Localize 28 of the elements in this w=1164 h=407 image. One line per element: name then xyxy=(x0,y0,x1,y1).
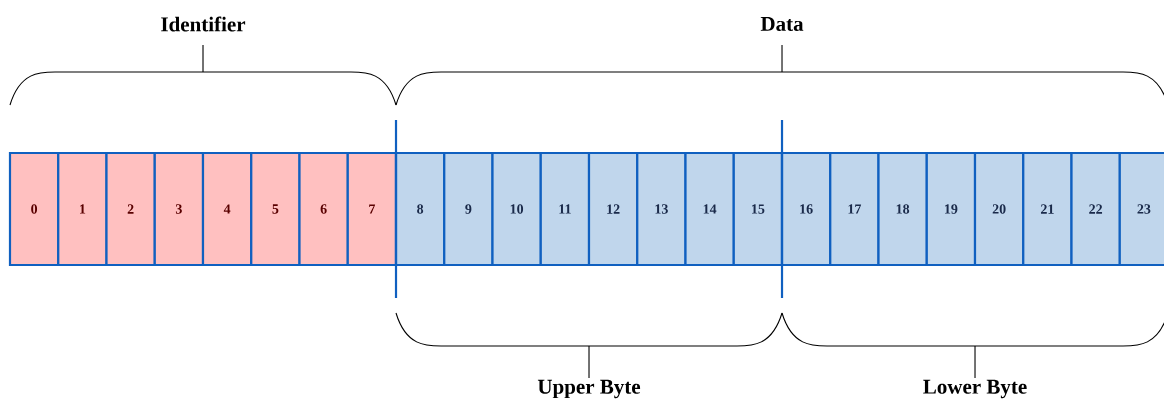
brace-label: Identifier xyxy=(161,16,246,32)
bit-cell: 16 xyxy=(780,151,832,267)
brace-label: Upper Byte xyxy=(537,379,641,399)
bit-cell: 20 xyxy=(973,151,1025,267)
bit-cell: 2 xyxy=(105,151,156,267)
bit-cell: 5 xyxy=(250,151,301,267)
bit-cell: 4 xyxy=(201,151,253,267)
bit-cell: 18 xyxy=(877,151,928,267)
bit-cell: 10 xyxy=(491,151,542,267)
bit-cell: 7 xyxy=(346,151,398,267)
bit-cell: 19 xyxy=(925,151,977,267)
bit-cell: 22 xyxy=(1070,151,1121,267)
brace-label: Lower Byte xyxy=(923,379,1027,399)
bit-cell: 11 xyxy=(539,151,591,267)
brace-label: Data xyxy=(760,17,804,31)
bit-cell: 9 xyxy=(443,151,494,267)
bit-cell: 17 xyxy=(829,151,880,267)
bit-cell: 12 xyxy=(587,151,639,267)
bit-cell: 3 xyxy=(153,151,205,267)
bit-cell: 23 xyxy=(1118,151,1164,267)
bit-cell: 0 xyxy=(8,151,60,267)
bit-cell: 8 xyxy=(394,151,446,267)
bit-cell: 6 xyxy=(298,151,349,267)
bit-cell: 14 xyxy=(684,151,735,267)
bit-cell: 1 xyxy=(57,151,108,267)
bit-cell: 21 xyxy=(1022,151,1073,267)
bit-cell: 13 xyxy=(636,151,687,267)
bit-cell: 15 xyxy=(732,151,784,267)
